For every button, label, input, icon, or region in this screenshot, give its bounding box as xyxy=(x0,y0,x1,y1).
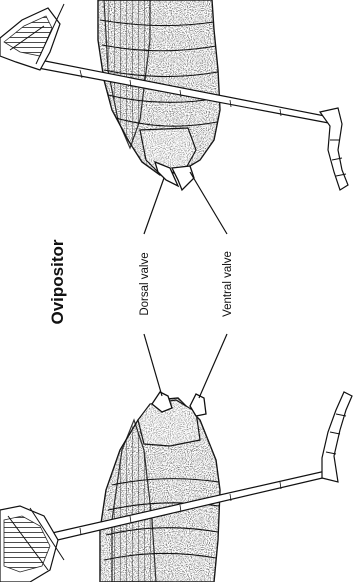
top-grasshopper-illustration xyxy=(0,0,348,190)
top-ventral-valve-shape xyxy=(172,166,194,190)
dorsal-valve-label: Dorsal valve xyxy=(139,252,151,315)
bottom-grasshopper-illustration xyxy=(0,392,352,582)
ventral-valve-label: Ventral valve xyxy=(222,251,234,317)
bottom-tarsus xyxy=(322,392,352,482)
dorsal-leader-top xyxy=(144,178,164,234)
leader-lines xyxy=(144,172,227,398)
diagram-title: Ovipositor xyxy=(48,239,67,324)
ventral-leader-bottom xyxy=(199,334,227,398)
ventral-leader-top xyxy=(190,172,227,234)
dorsal-leader-bottom xyxy=(144,334,162,396)
